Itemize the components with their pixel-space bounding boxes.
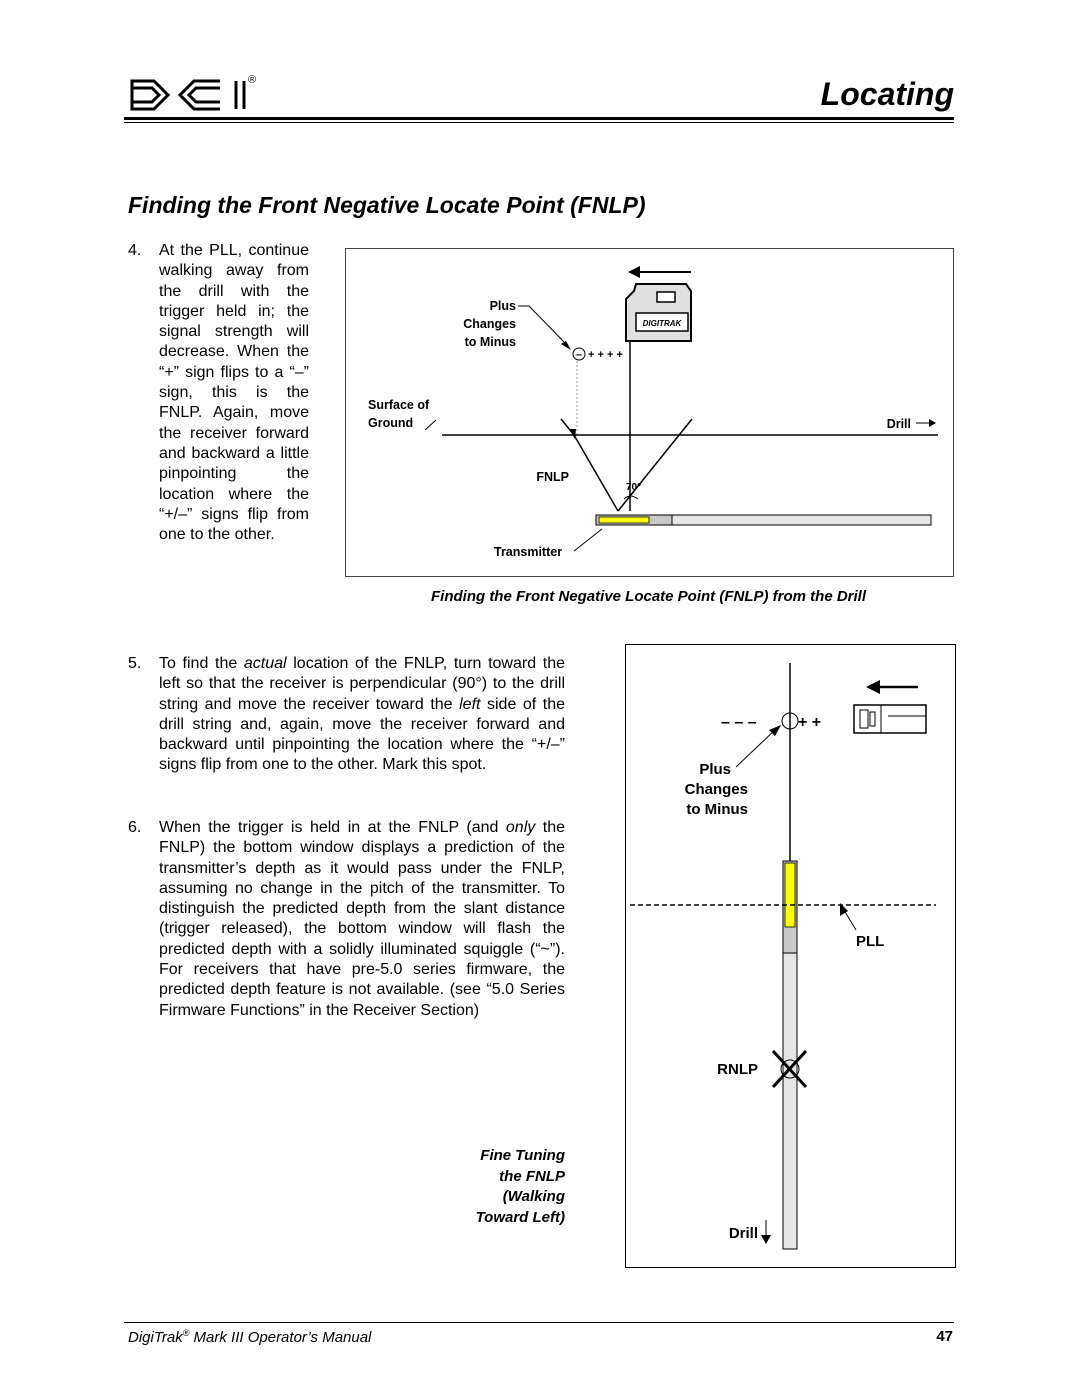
step-number: 4.	[128, 242, 142, 259]
step-text: side of the drill string and, again, mov…	[159, 695, 565, 774]
dci-logo	[130, 79, 246, 111]
transmitter	[784, 862, 796, 928]
walking-direction-arrow-icon	[628, 266, 691, 278]
step-6: 6. When the trigger is held in at the FN…	[128, 818, 565, 1021]
header-rule	[124, 117, 954, 123]
step-text-emphasis: actual	[243, 655, 287, 672]
to-minus-label: to Minus	[686, 801, 748, 818]
step-text: When the trigger is held in at the FNLP …	[159, 819, 506, 836]
step-text-emphasis: left	[459, 695, 481, 713]
page-title: Finding the Front Negative Locate Point …	[128, 192, 646, 218]
receiver-icon: DIGITRAK	[625, 283, 692, 342]
drill-label: Drill	[729, 1225, 758, 1242]
section-title: Locating	[820, 76, 954, 112]
footer-registered-mark: ®	[182, 1328, 190, 1338]
fnlp-label: FNLP	[536, 470, 569, 484]
step-number: 5.	[128, 655, 142, 672]
drill-direction-arrow-icon	[761, 1220, 771, 1244]
page-number: 47	[936, 1328, 953, 1345]
fine-tuning-line: Fine Tuning	[480, 1147, 565, 1164]
footer-title-text: Mark III Operator’s Manual	[189, 1329, 372, 1346]
plus-signs: + +	[798, 714, 821, 731]
fine-tuning-line: Toward Left)	[475, 1208, 565, 1226]
registered-mark: ®	[248, 74, 257, 86]
receiver-brand-label: DIGITRAK	[643, 319, 683, 328]
surface-of-label: Surface of	[368, 398, 430, 412]
step-text: To find the	[159, 655, 244, 672]
minus-sign: –	[576, 349, 582, 361]
angle-label: 70°	[626, 482, 641, 493]
minus-signs: – – –	[721, 714, 757, 731]
plus-label: Plus	[490, 299, 516, 313]
receiver-top-icon	[853, 704, 927, 734]
to-minus-label: to Minus	[465, 335, 516, 349]
transmitter-label: Transmitter	[494, 545, 562, 559]
footer-title: DigiTrak® Mark III Operator’s Manual	[128, 1328, 371, 1346]
figure-fine-tuning-fnlp: – – – + + Plus Changes to Minus PLL RNLP…	[625, 644, 956, 1268]
drill-direction-arrow-icon	[916, 419, 936, 427]
step-number: 6.	[128, 819, 142, 836]
rnlp-cross-icon	[771, 1049, 808, 1089]
footer-rule	[124, 1322, 954, 1323]
footer-title-text: DigiTrak	[128, 1329, 183, 1346]
step-4: 4. At the PLL, continue walking away fro…	[128, 241, 309, 545]
step-5: 5. To find the actual location of the FN…	[128, 654, 565, 776]
step-text: the FNLP) the bottom window displays a p…	[159, 819, 565, 1019]
plus-label: Plus	[699, 761, 731, 778]
figure-1-caption: Finding the Front Negative Locate Point …	[431, 588, 866, 605]
ground-label: Ground	[368, 416, 413, 430]
changes-label: Changes	[685, 781, 748, 798]
drill-label: Drill	[887, 417, 911, 431]
step-text: location of the FNLP, turn toward the le…	[159, 655, 565, 713]
figure-fnlp-from-drill: DIGITRAK Plus Changes to Minus – + + + +…	[345, 248, 954, 577]
pll-label: PLL	[856, 933, 884, 950]
transmitter	[598, 516, 650, 524]
fine-tuning-caption: Fine Tuning the FNLP (Walking Toward Lef…	[476, 1146, 565, 1228]
walking-direction-arrow-icon	[866, 680, 918, 694]
step-text: At the PLL, continue walking away from t…	[159, 242, 309, 544]
changes-label: Changes	[463, 317, 516, 331]
fine-tuning-line: the FNLP	[499, 1167, 565, 1185]
step-text-emphasis: only	[505, 819, 536, 836]
fine-tuning-line: (Walking	[502, 1188, 565, 1205]
rnlp-label: RNLP	[717, 1061, 758, 1078]
plus-signs: + + + +	[588, 349, 623, 361]
